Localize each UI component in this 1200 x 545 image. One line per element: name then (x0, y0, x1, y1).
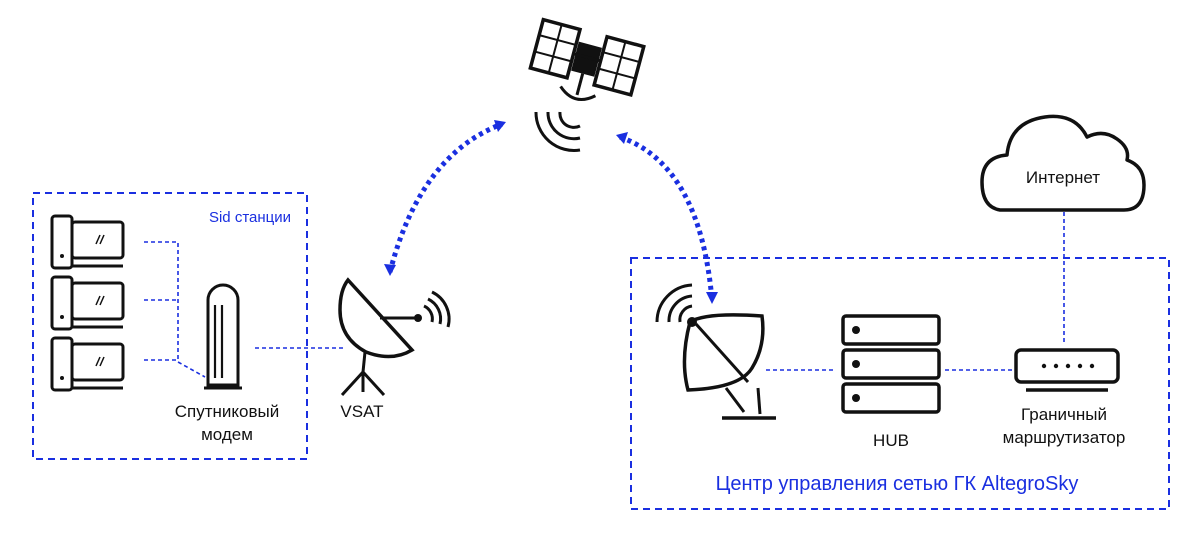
hub-label: HUB (873, 431, 909, 450)
cloud-icon (980, 114, 1146, 212)
computer-icon (50, 275, 125, 331)
router-label-line2: маршрутизатор (1003, 428, 1126, 447)
computer-icon (50, 214, 125, 270)
modem-icon (204, 283, 242, 390)
lan-links (144, 241, 345, 378)
vsat-antenna-icon (338, 277, 451, 397)
control-center-title: Центр управления сетью ГК AltegroSky (716, 473, 1079, 495)
hub-server-icon (841, 314, 941, 414)
satellite-icon (528, 17, 646, 101)
vsat-label: VSAT (340, 402, 383, 421)
control-center-frame (630, 257, 1170, 510)
radio-link-hub (616, 132, 718, 304)
remote-station-title: Sid станции (209, 209, 291, 226)
modem-label-line2: модем (201, 425, 253, 444)
router-label-line1: Граничный (1021, 405, 1107, 424)
internet-label: Интернет (1026, 168, 1100, 187)
control-center-group: HUB Граничный маршрутизатор Центр управл… (630, 257, 1170, 510)
router-icon (1014, 348, 1120, 392)
signal-waves-icon (534, 111, 581, 152)
computer-icon (50, 336, 125, 392)
remote-station-frame (32, 192, 308, 460)
modem-label-line1: Спутниковый (175, 402, 279, 421)
radio-link-vsat (384, 120, 506, 276)
hub-antenna-icon (655, 283, 776, 420)
remote-station-group: Sid станции (32, 192, 451, 460)
